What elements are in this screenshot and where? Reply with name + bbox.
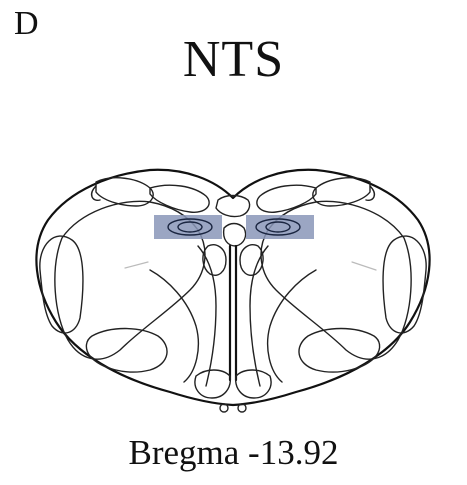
left-gracile <box>150 185 209 212</box>
brainstem-section-diagram <box>0 150 467 420</box>
right-gracile <box>257 185 316 212</box>
right-spinal-trigeminal <box>383 236 426 333</box>
central-canal-region <box>224 224 246 247</box>
brainstem-section-svg <box>0 150 467 420</box>
figure-title: NTS <box>0 30 467 90</box>
left-inner-tract <box>150 270 198 382</box>
midline-raphe <box>230 246 236 380</box>
left-medial-tract <box>198 246 216 386</box>
right-inner-tract <box>268 270 316 382</box>
left-ventral-structure <box>86 329 167 373</box>
pyramid-left <box>195 370 230 398</box>
right-medial-tract <box>250 246 268 386</box>
artifact-line-right <box>352 262 376 270</box>
right-ventral-structure <box>299 329 380 373</box>
left-spinal-trigeminal <box>40 236 83 333</box>
section-outline <box>36 170 429 405</box>
bregma-caption: Bregma -13.92 <box>0 432 467 474</box>
artifact-line-left <box>125 262 148 268</box>
pyramid-right <box>236 370 271 398</box>
